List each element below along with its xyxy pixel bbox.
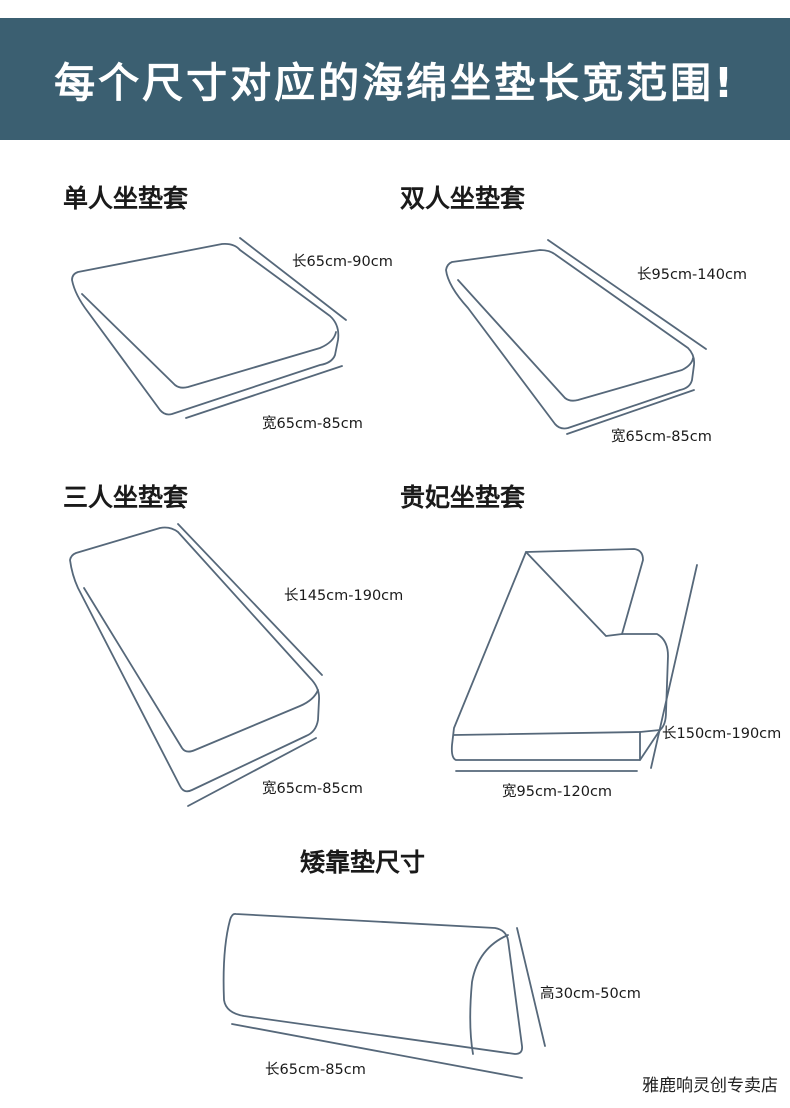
banner-title: 每个尺寸对应的海绵坐垫长宽范围! xyxy=(54,59,736,107)
backrest-cushion-drawing xyxy=(222,912,546,1079)
single-cushion-drawing xyxy=(71,237,347,419)
chaise-width-label: 宽95cm-120cm xyxy=(502,784,613,800)
backrest-cushion-title: 矮靠垫尺寸 xyxy=(300,848,426,877)
double-cushion-drawing xyxy=(445,239,707,435)
triple-length-label: 长145cm-190cm xyxy=(284,588,404,604)
triple-width-label: 宽65cm-85cm xyxy=(262,781,363,797)
backrest-length-label: 长65cm-85cm xyxy=(265,1062,366,1078)
chaise-length-label: 长150cm-190cm xyxy=(662,726,782,742)
single-length-label: 长65cm-90cm xyxy=(292,254,393,270)
shop-name: 雅鹿响灵创专卖店 xyxy=(642,1076,778,1096)
double-cushion-title: 双人坐垫套 xyxy=(400,184,526,213)
title-banner: 每个尺寸对应的海绵坐垫长宽范围! xyxy=(0,18,790,140)
triple-cushion-title: 三人坐垫套 xyxy=(63,483,189,512)
triple-cushion-drawing xyxy=(69,523,323,807)
double-length-label: 长95cm-140cm xyxy=(637,267,748,283)
chaise-cushion-drawing xyxy=(450,548,698,772)
single-width-label: 宽65cm-85cm xyxy=(262,416,363,432)
double-width-label: 宽65cm-85cm xyxy=(611,429,712,445)
backrest-height-label: 高30cm-50cm xyxy=(540,986,641,1002)
chaise-cushion-title: 贵妃坐垫套 xyxy=(400,483,526,512)
single-cushion-title: 单人坐垫套 xyxy=(63,184,189,213)
